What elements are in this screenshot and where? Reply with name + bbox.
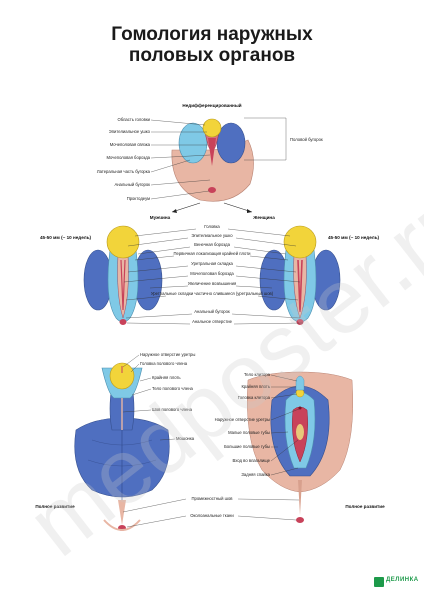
- male-caption-line: Полное развитие: [35, 504, 75, 509]
- female-full-figure: Тело клитора Крайняя плоть Головка клито…: [215, 371, 385, 523]
- title-line-1: Гомология наружных: [111, 24, 313, 45]
- age-right: 45-50 мм (~ 10 недель): [328, 235, 380, 240]
- poster-title: Гомология наружных половых органов: [0, 24, 424, 66]
- undiff-groove-inner: [208, 138, 216, 166]
- mid-label-4: Первичная локализация крайней плоти: [174, 251, 252, 256]
- male-label-1: Наружное отверстие уретры: [140, 352, 195, 357]
- male-label-3: Крайняя плоть: [152, 375, 181, 380]
- female-label-1: Тело клитора: [244, 372, 271, 377]
- brand-logo-text: ДЕЛИНКА: [386, 577, 419, 583]
- female-label-6: Большие половые губы: [224, 444, 270, 449]
- bottom-shared-labels: Промежностный шов Околоанальные ткани: [122, 496, 300, 528]
- undiff-label-3: Мочеполовая связка: [110, 142, 151, 147]
- female-label-7: Вход во влагалище: [233, 458, 271, 463]
- undiff-label-4: Мочеполовая борозда: [107, 155, 151, 160]
- male-full-figure: Наружное отверстие уретры Головка полово…: [35, 352, 195, 531]
- male-heading: Мужчина: [150, 215, 171, 220]
- male-label-4: Тело полового члена: [152, 386, 194, 391]
- bottom-label-1: Промежностный шов: [191, 496, 233, 501]
- penis-glans: [109, 362, 135, 390]
- undiff-label-7: Проктодеум: [127, 196, 150, 201]
- bottom-label-2: Околоанальные ткани: [190, 513, 234, 518]
- female-label-5: Малые половые губы: [228, 430, 270, 435]
- age-left: 45-50 мм (~ 10 недель): [40, 235, 92, 240]
- female-label-3: Головка клитора: [238, 395, 271, 400]
- female-caption: Полное развитие: [345, 504, 385, 509]
- undiff-label-6: Анальный бугорок: [114, 182, 150, 187]
- clitoris-body: [295, 375, 305, 391]
- brand-logo-icon: [374, 577, 384, 587]
- vaginal-opening: [296, 424, 304, 440]
- undiff-label-5: Латеральная часть бугорка: [97, 169, 151, 174]
- mid-label-6: Мочеполовая борозда: [190, 271, 234, 276]
- mid-label-9: Анальный бугорок: [194, 309, 230, 314]
- mid-label-3: Венечная борозда: [194, 242, 230, 247]
- undiff-proctodeum: [208, 187, 216, 193]
- mid-label-10: Анальное отверстие: [192, 319, 233, 324]
- male-urethral-fold: [117, 254, 129, 319]
- male-anus: [119, 319, 127, 325]
- undiff-glans: [202, 118, 222, 138]
- female-label-4: Наружное отверстие уретры: [215, 417, 270, 422]
- middle-female-figure: [259, 225, 341, 325]
- male-glans: [106, 225, 140, 259]
- female-heading: Женщина: [252, 215, 275, 220]
- title-line-2: половых органов: [128, 45, 296, 66]
- undiff-label-2: Эпителиальное ушко: [109, 129, 151, 134]
- mid-label-2: Эпителиальное ушко: [191, 233, 233, 238]
- branch-arrows: Мужчина Женщина: [150, 202, 275, 220]
- mid-label-1: Головка: [204, 224, 220, 229]
- undiff-left-swelling: [178, 122, 208, 164]
- mid-label-7: Увеличение возвышения: [188, 281, 236, 286]
- male-label-2: Головка полового члена: [140, 361, 188, 366]
- female-full-anus: [296, 517, 304, 523]
- mid-label-5: Уретральная складка: [191, 261, 233, 266]
- undiff-right-swelling: [216, 122, 246, 164]
- female-label-8: Задняя спайка: [241, 472, 270, 477]
- undiff-right-label: Половой бугорок: [290, 137, 323, 142]
- undiff-label-1: Область головки: [118, 117, 151, 122]
- female-urethral-fold: [293, 254, 307, 319]
- middle-male-figure: [83, 225, 163, 325]
- undifferentiated-stage: Недифференцированный Область головки Эпи…: [97, 102, 323, 202]
- middle-stage: 45-50 мм (~ 10 недель) 45-50 мм (~ 10 не…: [40, 224, 380, 325]
- female-groove: [297, 259, 303, 313]
- female-label-2: Крайняя плоть: [241, 384, 270, 389]
- mid-label-8: Уретральные складки частично слившиеся (…: [151, 291, 274, 296]
- female-anus: [296, 319, 304, 325]
- female-glans: [283, 225, 317, 259]
- male-label-5: Шов полового члена: [152, 407, 193, 412]
- undifferentiated-heading: Недифференцированный: [182, 102, 241, 108]
- male-groove: [120, 259, 126, 311]
- male-label-6: Мошонка: [176, 436, 195, 441]
